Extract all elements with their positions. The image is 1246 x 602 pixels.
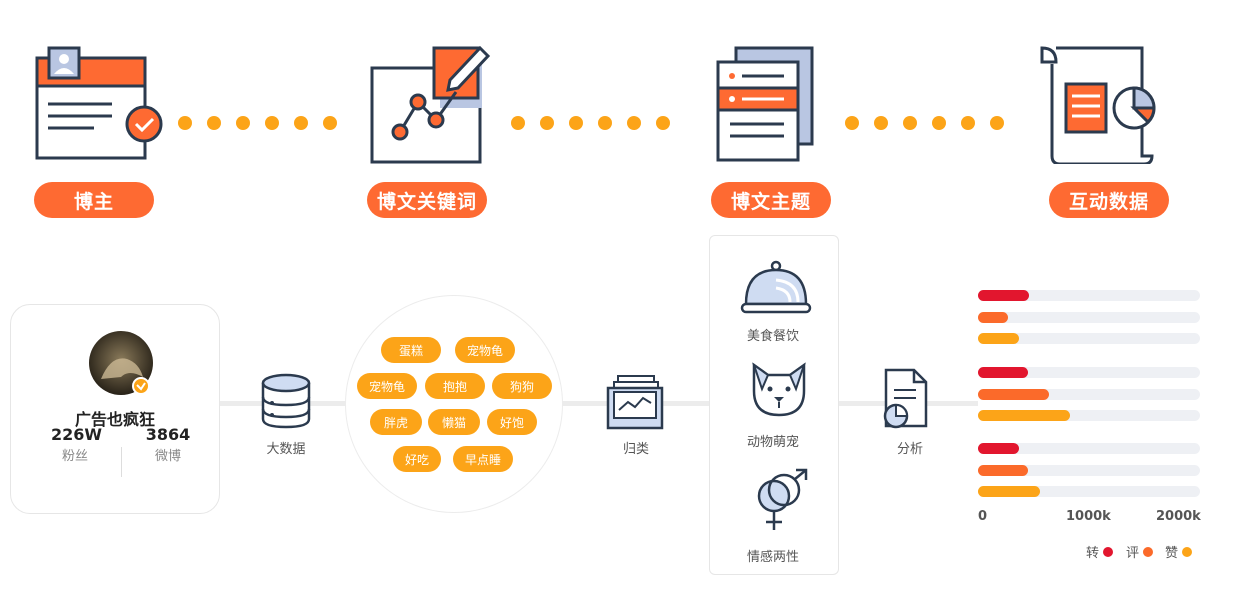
keyword-tag: 早点睡: [453, 446, 513, 472]
stats-divider: [121, 447, 122, 477]
bar-track: [978, 486, 1200, 497]
keyword-tag: 好吃: [393, 446, 441, 472]
topic-label: 情感两性: [746, 550, 799, 565]
food-cloche-icon: [740, 260, 812, 314]
profile-name: 广告也疯狂: [74, 410, 155, 429]
legend-swatch: [1182, 546, 1193, 557]
bar-like: [978, 333, 1019, 344]
connector-dots: [511, 116, 670, 130]
step-topics: 博文主题: [711, 182, 831, 218]
legend-label: 赞: [1165, 546, 1179, 561]
keyword-tag: 蛋糕: [381, 337, 441, 363]
bar-track: [978, 290, 1200, 301]
bigdata-label: 大数据: [266, 442, 306, 457]
bar-like: [978, 410, 1070, 421]
step-interaction: 互动数据: [1049, 182, 1169, 218]
bar-repost: [978, 290, 1029, 301]
legend-label: 评: [1126, 546, 1140, 561]
gender-rings-icon: [757, 468, 808, 530]
legend-swatch: [1143, 546, 1154, 557]
analyze-label: 分析: [896, 442, 923, 457]
document-list-icon: [716, 46, 814, 162]
topic-label: 美食餐饮: [746, 329, 799, 344]
posts-label: 微博: [154, 449, 181, 464]
legend-item: 评: [1126, 542, 1154, 561]
keyword-chart-edit-icon: [370, 45, 491, 164]
bar-track: [978, 410, 1200, 421]
keyword-tag: 胖虎: [370, 409, 422, 435]
keyword-tag: 抱抱: [425, 373, 485, 399]
flow-line: [218, 401, 978, 406]
keyword-tag: 好饱: [487, 409, 537, 435]
legend-label: 转: [1086, 546, 1100, 561]
legend-swatch: [1103, 546, 1114, 557]
bar-track: [978, 311, 1200, 323]
bar-comment: [978, 388, 1049, 400]
bar-like: [978, 486, 1040, 497]
x-tick-label: 0: [978, 509, 988, 524]
step-blogger: 博主: [34, 182, 154, 218]
step-keywords: 博文关键词: [367, 182, 487, 218]
connector-dots: [178, 116, 337, 130]
keyword-tag: 狗狗: [492, 373, 552, 399]
bar-comment: [978, 464, 1028, 476]
bar-repost: [978, 443, 1019, 454]
legend-item: 赞: [1165, 542, 1193, 561]
x-tick-label: 1000k: [1066, 509, 1111, 524]
bar-track: [978, 443, 1200, 454]
verified-icon: [132, 377, 150, 395]
classify-label: 归类: [622, 442, 649, 457]
profile-window-icon: [35, 46, 163, 160]
fans-value: 226W: [51, 425, 103, 444]
bar-track: [978, 333, 1200, 344]
keyword-cloud: [345, 295, 563, 513]
x-tick-label: 2000k: [1156, 509, 1201, 524]
posts-value: 3864: [145, 425, 191, 444]
connector-dots: [845, 116, 1004, 130]
inbox-tray-icon: [606, 375, 664, 430]
report-pie-icon: [1040, 46, 1156, 164]
topic-label: 动物萌宠: [746, 435, 799, 450]
bar-track: [978, 388, 1200, 400]
pet-dog-icon: [752, 362, 806, 417]
fans-label: 粉丝: [61, 449, 88, 464]
profile-card: 广告也疯狂 226W 3864 粉丝 微博: [10, 304, 220, 514]
bar-comment: [978, 311, 1008, 323]
analysis-doc-icon: [883, 368, 928, 429]
database-icon: [261, 373, 311, 429]
bar-track: [978, 464, 1200, 476]
keyword-tag: 懒猫: [428, 409, 480, 435]
bar-track: [978, 367, 1200, 378]
bar-repost: [978, 367, 1028, 378]
legend-item: 转: [1086, 542, 1114, 561]
keyword-tag: 宠物龟: [455, 337, 515, 363]
keyword-tag: 宠物龟: [357, 373, 417, 399]
